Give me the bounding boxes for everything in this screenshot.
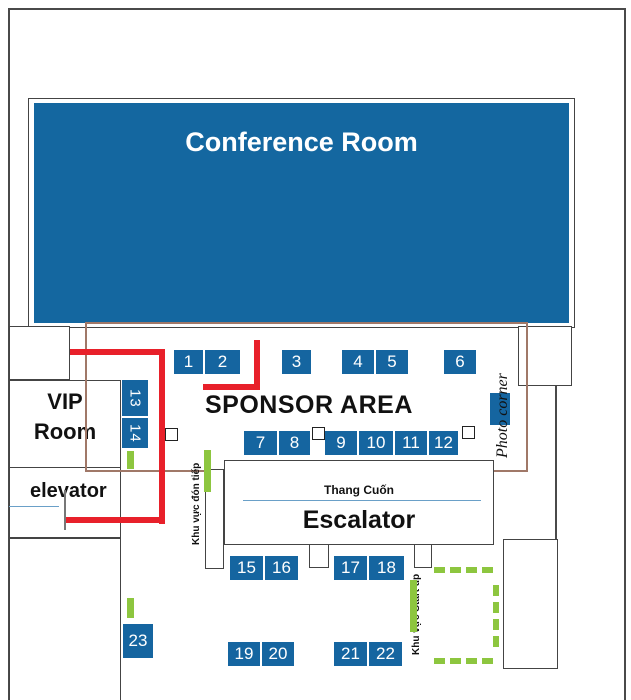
booth-15[interactable]: 15 xyxy=(230,556,263,580)
escalator-post xyxy=(414,544,432,568)
booth-4[interactable]: 4 xyxy=(342,350,374,374)
booth-17[interactable]: 17 xyxy=(334,556,367,580)
booth-19[interactable]: 19 xyxy=(228,642,260,666)
photo-corner-label: Photo corner xyxy=(494,373,511,458)
pillar xyxy=(462,426,475,439)
route-segment xyxy=(66,517,165,523)
startup-dash xyxy=(466,658,477,664)
pillar xyxy=(165,428,178,441)
bottom-left-room xyxy=(9,538,121,700)
elevator-guide xyxy=(9,506,59,507)
startup-dash xyxy=(482,658,493,664)
photo-corner-booth[interactable] xyxy=(490,393,510,425)
escalator-post xyxy=(309,544,329,568)
sponsor-area-label: SPONSOR AREA xyxy=(205,391,413,419)
escalator-vn-label: Thang Cuốn xyxy=(324,483,394,497)
route-segment xyxy=(254,340,260,390)
booth-1[interactable]: 1 xyxy=(174,350,203,374)
green-marker xyxy=(127,598,134,618)
stair-box xyxy=(9,326,70,380)
booth-16[interactable]: 16 xyxy=(265,556,298,580)
booth-22[interactable]: 22 xyxy=(369,642,402,666)
route-segment xyxy=(203,384,260,390)
escalator-divider xyxy=(243,500,481,501)
startup-dash xyxy=(450,567,461,573)
startup-marker xyxy=(410,580,417,632)
reception-marker xyxy=(204,450,211,492)
startup-dash xyxy=(493,636,499,647)
booth-12[interactable]: 12 xyxy=(429,431,458,455)
route-segment xyxy=(159,349,165,524)
booth-7[interactable]: 7 xyxy=(244,431,277,455)
vip-room[interactable]: VIP Room xyxy=(9,380,121,468)
booth-18[interactable]: 18 xyxy=(369,556,404,580)
startup-dash xyxy=(493,619,499,630)
startup-dash xyxy=(482,567,493,573)
booth-23[interactable]: 23 xyxy=(123,624,153,658)
startup-dash xyxy=(466,567,477,573)
escalator-post xyxy=(205,469,224,569)
booth-21[interactable]: 21 xyxy=(334,642,367,666)
booth-8[interactable]: 8 xyxy=(279,431,310,455)
escalator[interactable]: Thang Cuốn Escalator xyxy=(224,460,494,545)
right-column-line xyxy=(555,386,557,541)
reception-area-label: Khu vực đón tiếp xyxy=(191,462,202,545)
booth-5[interactable]: 5 xyxy=(376,350,408,374)
booth-10[interactable]: 10 xyxy=(359,431,393,455)
outer-wall-top xyxy=(8,8,626,10)
startup-dash xyxy=(434,658,445,664)
booth-13[interactable]: 13 xyxy=(122,380,148,416)
outer-wall-right xyxy=(624,8,626,700)
green-marker xyxy=(127,451,134,469)
booth-14[interactable]: 14 xyxy=(122,418,148,448)
vip-room-label-1: VIP xyxy=(47,389,83,414)
conference-room-label: Conference Room xyxy=(185,127,418,157)
booth-9[interactable]: 9 xyxy=(325,431,357,455)
startup-dash xyxy=(450,658,461,664)
booth-3[interactable]: 3 xyxy=(282,350,311,374)
pillar xyxy=(312,427,325,440)
elevator-label: elevator xyxy=(30,480,107,502)
startup-dash xyxy=(493,585,499,596)
startup-dash xyxy=(493,602,499,613)
booth-2[interactable]: 2 xyxy=(205,350,240,374)
booth-11[interactable]: 11 xyxy=(395,431,427,455)
right-lower-box xyxy=(503,539,558,669)
startup-dash xyxy=(434,567,445,573)
conference-room[interactable]: Conference Room xyxy=(34,103,569,323)
route-segment xyxy=(70,349,165,355)
booth-6[interactable]: 6 xyxy=(444,350,476,374)
elevator-divider xyxy=(64,490,66,530)
booth-20[interactable]: 20 xyxy=(262,642,294,666)
escalator-label: Escalator xyxy=(302,506,416,534)
